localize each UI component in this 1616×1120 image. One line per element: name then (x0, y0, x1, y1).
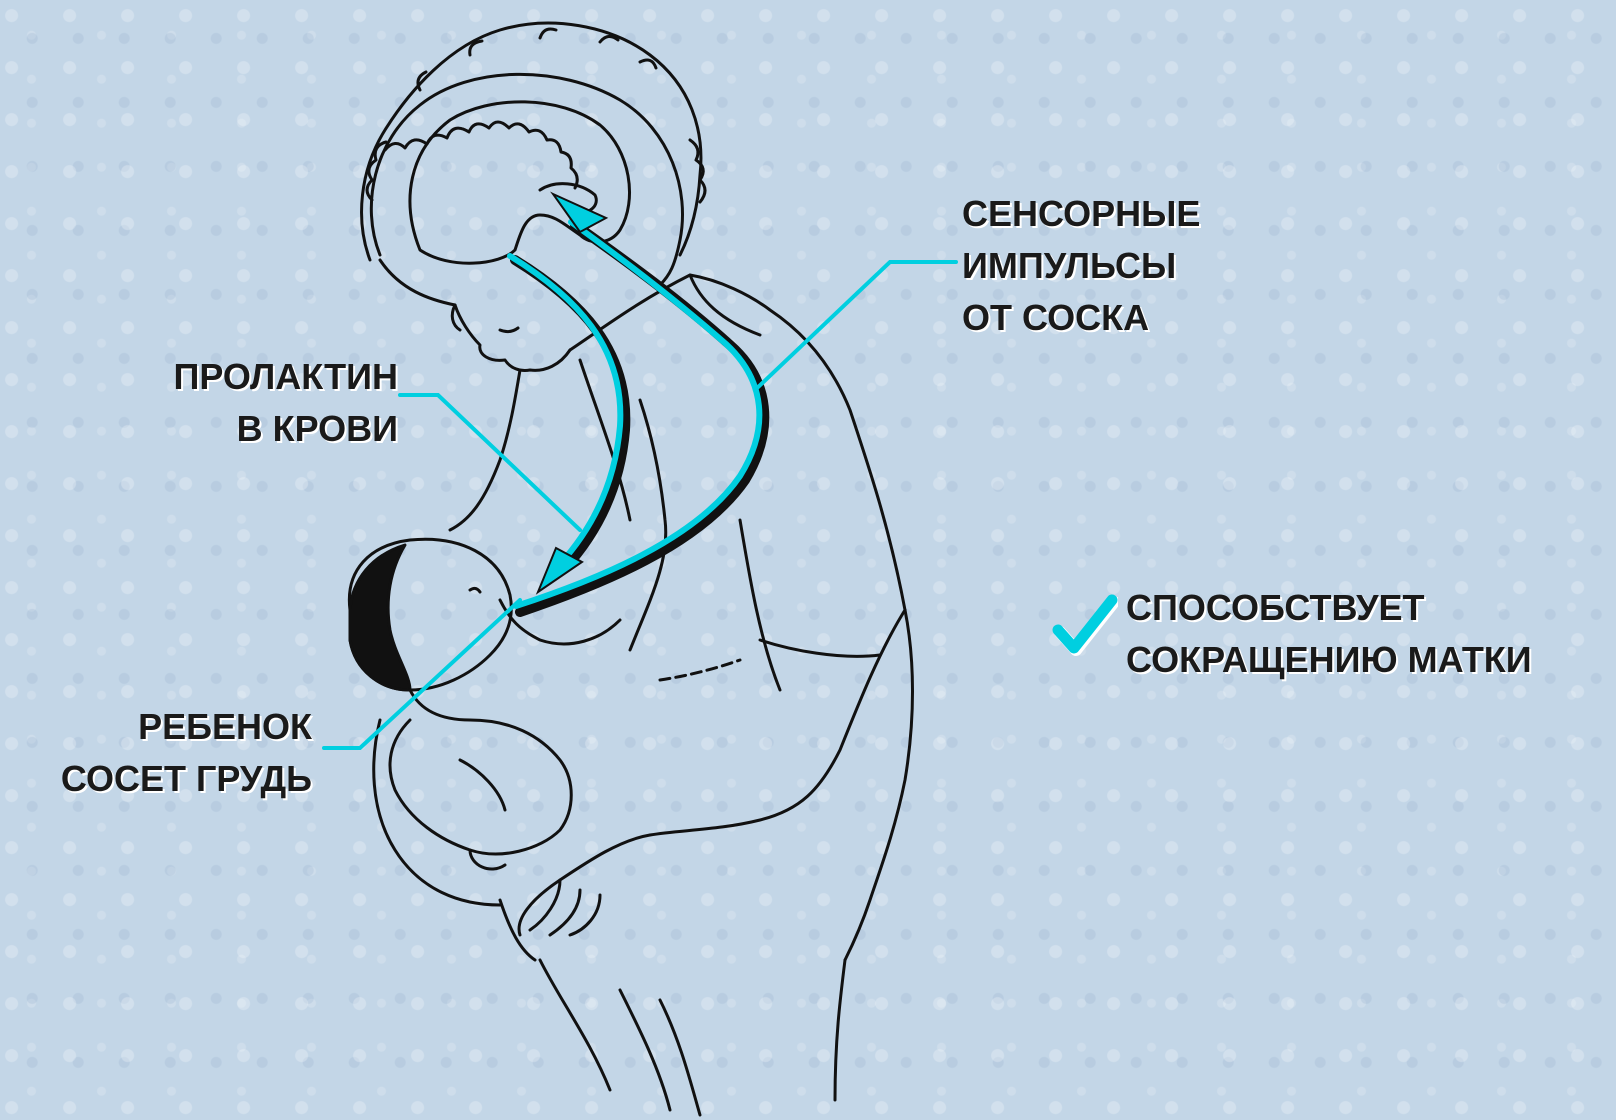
prolactin-label-line2: В КРОВИ (100, 405, 398, 453)
baby-label-line1: РЕБЕНОК (0, 703, 312, 751)
leader-prolactin (400, 395, 580, 530)
leader-sensory (755, 262, 956, 390)
prolactin-label-line1: ПРОЛАКТИН (100, 353, 398, 401)
uterus-label-line1: СПОСОБСТВУЕТ (1126, 584, 1425, 632)
sensory-label-line2: ИМПУЛЬСЫ (962, 242, 1176, 290)
uterus-label-line2: СОКРАЩЕНИЮ МАТКИ (1126, 636, 1532, 684)
lap-outline (540, 960, 700, 1115)
sensory-label-line3: ОТ СОСКА (962, 294, 1149, 342)
check-mark-icon (1052, 592, 1118, 658)
leader-lines (324, 262, 956, 748)
sensory-label-line1: СЕНСОРНЫЕ (962, 190, 1200, 238)
baby-label-line2: СОСЕТ ГРУДЬ (0, 755, 312, 803)
prolactin-pathway (510, 256, 625, 592)
head-outline (371, 74, 682, 285)
